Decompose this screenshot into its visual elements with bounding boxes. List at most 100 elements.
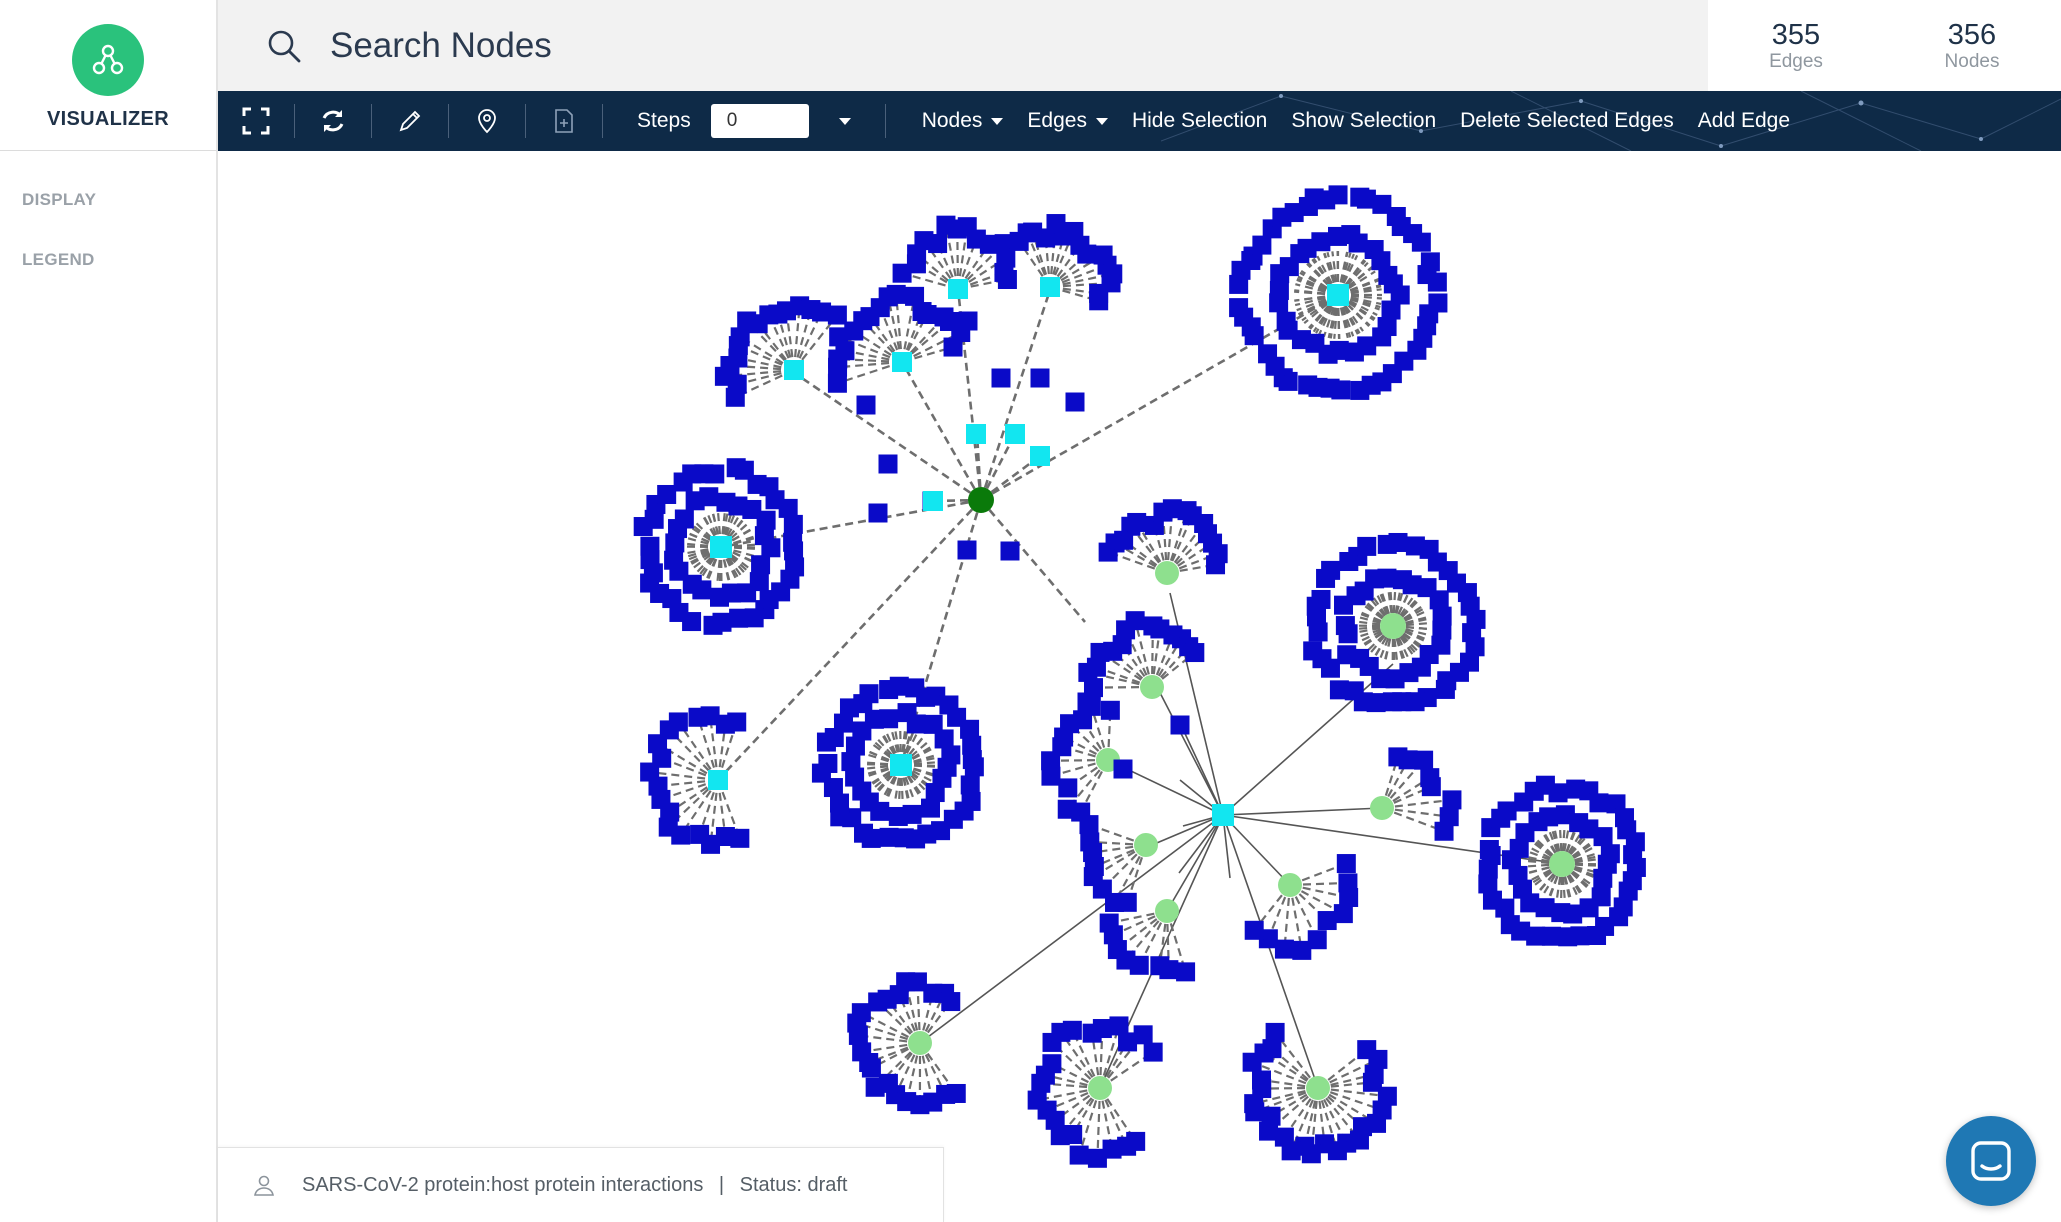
graph-node-leaf[interactable]: [829, 327, 849, 347]
graph-node-hub[interactable]: [784, 360, 804, 380]
graph-node-leaf[interactable]: [917, 305, 937, 325]
graph-node-leaf[interactable]: [1311, 232, 1331, 252]
graph-edge[interactable]: [1222, 814, 1319, 1089]
graph-node-leaf[interactable]: [1112, 635, 1132, 655]
graph-edge[interactable]: [698, 779, 720, 835]
graph-node-leaf[interactable]: [1381, 300, 1401, 320]
graph-node-leaf[interactable]: [1429, 590, 1449, 610]
graph-node-leaf[interactable]: [1058, 778, 1078, 798]
edges-menu[interactable]: Edges: [1027, 109, 1108, 133]
graph-node-leaf[interactable]: [1432, 606, 1452, 626]
graph-edge[interactable]: [1151, 638, 1183, 688]
graph-edge[interactable]: [858, 1034, 921, 1045]
nodes-menu[interactable]: Nodes: [922, 109, 1004, 133]
graph-edge[interactable]: [1381, 806, 1445, 833]
graph-node-leaf[interactable]: [1083, 678, 1103, 698]
graph-node-leaf[interactable]: [1388, 532, 1408, 552]
graph-node-leaf[interactable]: [1623, 845, 1643, 865]
graph-node-leaf[interactable]: [889, 676, 909, 696]
graph-node-leaf[interactable]: [1185, 643, 1205, 663]
graph-edge[interactable]: [737, 344, 795, 372]
graph-edge[interactable]: [957, 257, 1007, 290]
graph-node-leaf[interactable]: [1042, 1054, 1062, 1074]
graph-edge[interactable]: [1261, 1078, 1319, 1090]
graph-node-hub[interactable]: [1040, 277, 1060, 297]
graph-node-leaf[interactable]: [1127, 512, 1147, 532]
graph-node-leaf[interactable]: [1600, 844, 1620, 864]
graph-node-leaf[interactable]: [1593, 827, 1613, 847]
graph-node-leaf[interactable]: [1109, 1016, 1129, 1036]
graph-edge[interactable]: [1165, 910, 1170, 970]
graph-edge[interactable]: [1036, 1086, 1101, 1102]
graph-node-leaf[interactable]: [1526, 926, 1546, 946]
graph-node-leaf[interactable]: [640, 536, 660, 556]
graph-node-leaf[interactable]: [1077, 692, 1097, 712]
graph-node-leaf[interactable]: [1335, 616, 1355, 636]
graph-node-leaf[interactable]: [644, 509, 664, 529]
graph-node-leaf[interactable]: [1548, 783, 1568, 803]
graph-node-leaf[interactable]: [690, 824, 710, 844]
graph-edge[interactable]: [1317, 1086, 1388, 1098]
graph-edge[interactable]: [1088, 823, 1147, 847]
graph-node-leaf[interactable]: [1030, 368, 1050, 388]
edit-button[interactable]: [372, 91, 448, 151]
graph-edge[interactable]: [1317, 1073, 1375, 1090]
graph-edge[interactable]: [887, 296, 904, 363]
graph-edge[interactable]: [956, 229, 960, 290]
graph-node-leaf[interactable]: [1086, 657, 1106, 677]
graph-node-leaf[interactable]: [1329, 680, 1349, 700]
graph-node-leaf[interactable]: [1252, 235, 1272, 255]
graph-edge[interactable]: [1253, 884, 1291, 931]
graph-edge[interactable]: [1317, 1048, 1368, 1089]
graph-node-leaf[interactable]: [841, 752, 861, 772]
graph-node-leaf[interactable]: [962, 750, 982, 770]
graph-node-leaf[interactable]: [1368, 1049, 1388, 1069]
graph-node-leaf[interactable]: [1618, 881, 1638, 901]
graph-node-leaf[interactable]: [756, 510, 776, 530]
graph-edge[interactable]: [1222, 814, 1291, 886]
graph-edge[interactable]: [1161, 512, 1169, 574]
graph-node-leaf[interactable]: [1439, 807, 1459, 827]
graph-node-leaf[interactable]: [1079, 815, 1099, 835]
graph-edge[interactable]: [1096, 666, 1153, 689]
graph-edge[interactable]: [901, 316, 945, 363]
graph-node-leaf[interactable]: [1385, 669, 1405, 689]
graph-edge[interactable]: [901, 272, 959, 291]
graph-node-leaf[interactable]: [1244, 1094, 1264, 1114]
graph-node-leaf[interactable]: [1372, 327, 1392, 347]
graph-node-leaf[interactable]: [1579, 898, 1599, 918]
graph-edge[interactable]: [861, 1041, 921, 1053]
graph-node-leaf[interactable]: [705, 464, 725, 484]
graph-node-leaf[interactable]: [1087, 1148, 1107, 1168]
graph-node-leaf[interactable]: [1339, 887, 1359, 907]
graph-edge[interactable]: [905, 1042, 922, 1102]
graph-node-leaf[interactable]: [727, 712, 747, 732]
graph-node-leaf[interactable]: [1102, 1139, 1122, 1159]
graph-edge[interactable]: [1166, 814, 1224, 912]
graph-edge[interactable]: [861, 319, 903, 363]
graph-edge[interactable]: [1126, 844, 1148, 903]
graph-node-leaf[interactable]: [1558, 927, 1578, 947]
graph-node-leaf[interactable]: [1466, 609, 1486, 629]
graph-node-leaf[interactable]: [1133, 1025, 1153, 1045]
graph-edge[interactable]: [1071, 1029, 1101, 1089]
graph-node-leaf[interactable]: [1402, 575, 1422, 595]
graph-edge[interactable]: [1381, 776, 1431, 809]
graph-node-hub[interactable]: [1380, 613, 1406, 639]
graph-node-leaf[interactable]: [1143, 1042, 1163, 1062]
graph-node-leaf[interactable]: [906, 714, 926, 734]
graph-node-leaf[interactable]: [1372, 194, 1392, 214]
graph-node-leaf[interactable]: [699, 487, 719, 507]
graph-node-leaf[interactable]: [1317, 911, 1337, 931]
graph-edge[interactable]: [1289, 884, 1319, 941]
graph-node-leaf[interactable]: [1125, 611, 1145, 631]
graph-edge[interactable]: [838, 335, 903, 364]
graph-edge[interactable]: [1289, 884, 1344, 915]
graph-node-leaf[interactable]: [1062, 1020, 1082, 1040]
graph-node-leaf[interactable]: [892, 263, 912, 283]
graph-edge[interactable]: [716, 779, 727, 837]
graph-node-leaf[interactable]: [1298, 375, 1318, 395]
graph-edge[interactable]: [677, 721, 719, 781]
graph-edge[interactable]: [1222, 663, 1394, 816]
graph-node-leaf[interactable]: [1000, 541, 1020, 561]
